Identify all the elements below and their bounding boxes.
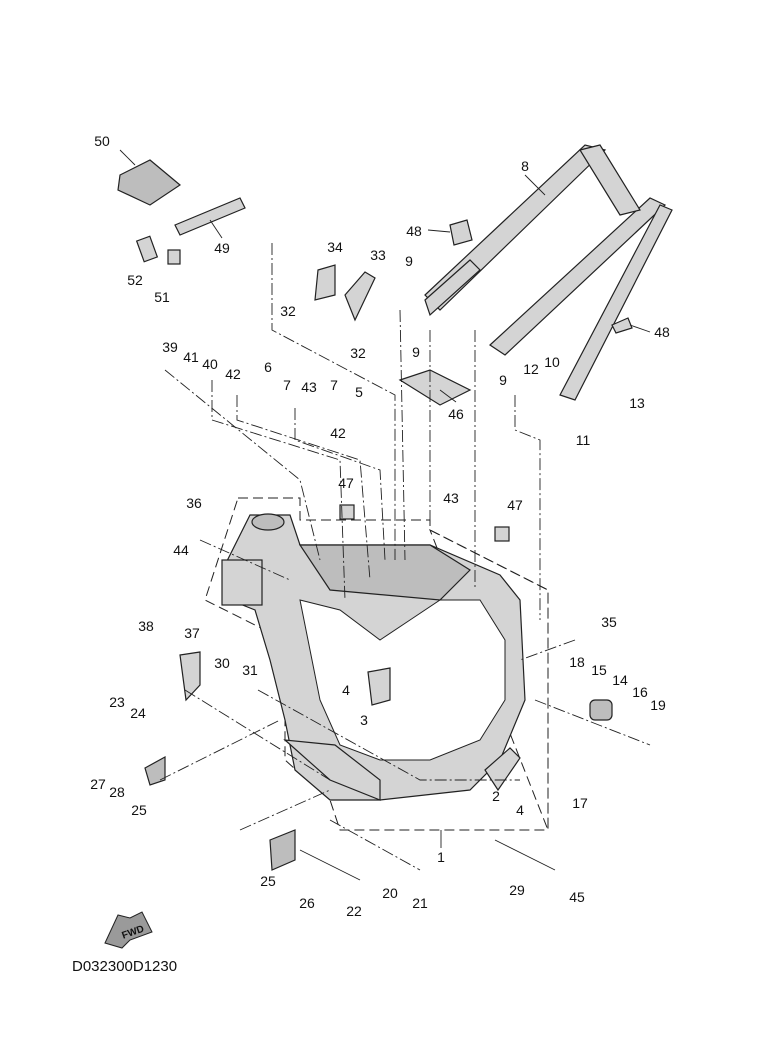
- frame-group-outline: [204, 497, 549, 831]
- callout: 42: [225, 366, 241, 382]
- callout: 25: [260, 873, 276, 889]
- callout: 52: [127, 272, 143, 288]
- part-50-pad: [117, 159, 182, 206]
- leader-lines: [119, 149, 651, 871]
- callout: 2: [492, 788, 500, 804]
- callout: 33: [370, 247, 386, 263]
- callout: 26: [299, 895, 315, 911]
- diagram-code: D032300D1230: [72, 958, 178, 975]
- part-49-link: [174, 197, 246, 236]
- callout: 20: [382, 885, 398, 901]
- callout: 49: [214, 240, 230, 256]
- callout: 10: [544, 354, 560, 370]
- callout: 32: [280, 303, 296, 319]
- callout: 44: [173, 542, 189, 558]
- callout: 18: [569, 654, 585, 670]
- callout: 29: [509, 882, 525, 898]
- callout: 27: [90, 776, 106, 792]
- callout: 37: [184, 625, 200, 641]
- callout: 32: [350, 345, 366, 361]
- callout: 4: [342, 682, 350, 698]
- callout: 45: [569, 889, 585, 905]
- callout: 7: [330, 377, 338, 393]
- callout: 1: [437, 849, 445, 865]
- sub-frame: [424, 144, 673, 401]
- callout: 28: [109, 784, 125, 800]
- callout: 40: [202, 356, 218, 372]
- callout: 21: [412, 895, 428, 911]
- callout: 16: [632, 684, 648, 700]
- callout: 11: [576, 432, 591, 448]
- callout: 22: [346, 903, 362, 919]
- callout: 48: [406, 223, 422, 239]
- callout: 50: [94, 133, 110, 149]
- callout: 4: [516, 802, 524, 818]
- main-frame: [221, 513, 526, 801]
- callout: 9: [499, 372, 507, 388]
- callout: 39: [162, 339, 178, 355]
- callout: 7: [283, 377, 291, 393]
- callout: 36: [186, 495, 202, 511]
- callout: 42: [330, 425, 346, 441]
- callout: 31: [242, 662, 258, 678]
- callout: 23: [109, 694, 125, 710]
- small-parts: [117, 159, 633, 881]
- callout: 13: [629, 395, 645, 411]
- callout: 43: [443, 490, 459, 506]
- callout: 14: [612, 672, 628, 688]
- callout: 19: [650, 697, 666, 713]
- callout: 51: [154, 289, 170, 305]
- callout: 6: [264, 359, 272, 375]
- callout: 25: [131, 802, 147, 818]
- callout: 34: [327, 239, 343, 255]
- callout: 35: [601, 614, 617, 630]
- callout: 41: [183, 349, 199, 365]
- callout: 12: [523, 361, 539, 377]
- callout: 24: [130, 705, 146, 721]
- callout: 8: [521, 158, 529, 174]
- fwd-arrow-icon: FWD: [104, 911, 153, 949]
- callout: 46: [448, 406, 464, 422]
- callout: 5: [355, 384, 363, 400]
- callout: 43: [301, 379, 317, 395]
- callout: 9: [412, 344, 420, 360]
- callout-labels: 50 49 52 51 34 32 33 32 9 48 8 9 48 9 12…: [90, 133, 670, 919]
- callout: 17: [572, 795, 588, 811]
- callout: 9: [405, 253, 413, 269]
- callout: 47: [507, 497, 523, 513]
- callout: 3: [360, 712, 368, 728]
- callout: 47: [338, 475, 354, 491]
- callout: 15: [591, 662, 607, 678]
- callout: 38: [138, 618, 154, 634]
- callout: 30: [214, 655, 230, 671]
- callout: 48: [654, 324, 670, 340]
